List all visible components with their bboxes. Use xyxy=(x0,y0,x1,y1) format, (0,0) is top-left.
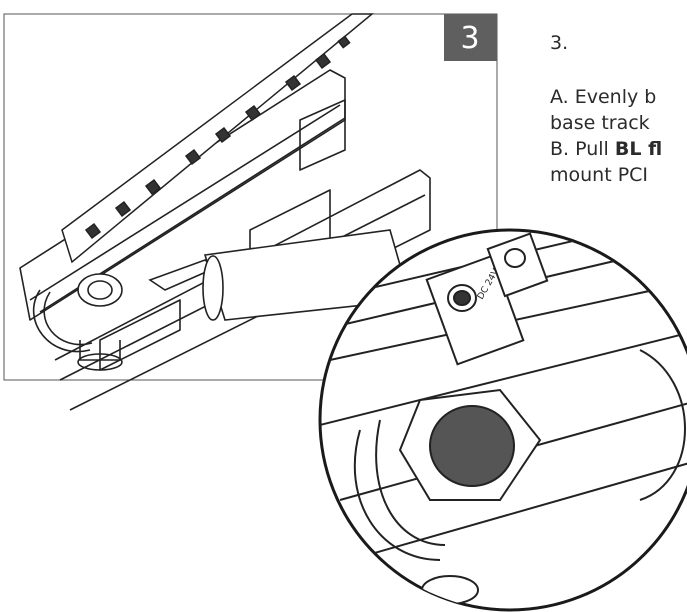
step-badge xyxy=(444,14,497,61)
instruction-b-line-1: B. Pull BL fl xyxy=(550,136,687,162)
step-heading: 3. xyxy=(550,32,569,54)
instruction-a-line-1: A. Evenly b xyxy=(550,86,657,108)
instruction-panel: 3. A. Evenly b base track B. Pull BL fl … xyxy=(550,22,687,188)
zoom-detail: DC 24V xyxy=(318,228,687,612)
step-badge-number: 3 xyxy=(460,21,479,56)
instruction-a-line-2: base track xyxy=(550,112,650,134)
glue-cartridge xyxy=(148,229,412,321)
instruction-b-prefix: B. Pull xyxy=(550,138,615,160)
led-strip xyxy=(61,13,375,264)
instruction-b-bold: BL fl xyxy=(614,138,663,160)
cable-and-grommet xyxy=(32,273,123,371)
instruction-b-line-2: mount PCI xyxy=(550,164,649,186)
